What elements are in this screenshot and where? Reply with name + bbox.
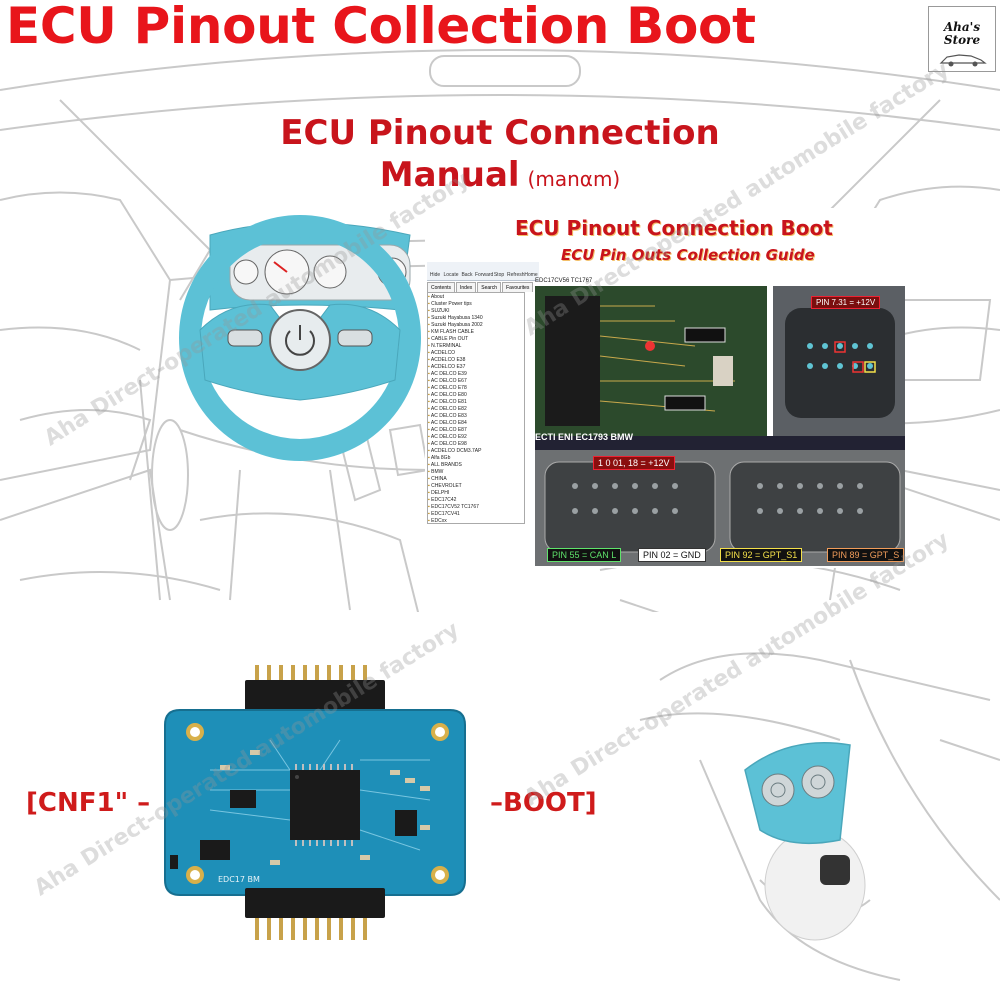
tree-item[interactable]: CHEVROLET	[428, 483, 524, 490]
pin-label-12v-connector: PIN 7.31 = +12V	[811, 296, 881, 309]
tree-item[interactable]: AC DELCO E84	[428, 420, 524, 427]
tree-item[interactable]: Cluster Power tips	[428, 301, 524, 308]
toolbar-forward-button[interactable]: Forward	[475, 272, 494, 278]
tree-item[interactable]: ACDELCO	[428, 350, 524, 357]
tree-item[interactable]: EDC17C42	[428, 497, 524, 504]
ecu-model-label: EDC17CV56 TC1767	[535, 278, 593, 284]
manual-heading-line1: ECU Pinout Connection	[280, 113, 720, 153]
tree-item[interactable]: N.TERMINAL	[428, 343, 524, 350]
tree-item[interactable]: Alfa 8Gb	[428, 455, 524, 462]
tree-item[interactable]: AC DELCO E98	[428, 441, 524, 448]
tree-item[interactable]: AC DELCO E82	[428, 406, 524, 413]
screenshot-heading: ECU Pinout Connection Boot	[515, 216, 833, 240]
tree-item[interactable]: AC DELCO E67	[428, 378, 524, 385]
pin-label-gpt-s1: PIN 92 = GPT_S1	[720, 548, 803, 562]
screenshot-subheading: ECU Pin Outs Collection Guide	[561, 246, 815, 264]
tree-item[interactable]: DELPHI	[428, 490, 524, 497]
tree-item[interactable]: AC DELCO E39	[428, 371, 524, 378]
tree-item[interactable]: AC DELCO E87	[428, 427, 524, 434]
tree-item[interactable]: EDCxx	[428, 518, 524, 523]
contents-tree: AboutCluster Power tipsSUZUKISuzuki Haya…	[427, 292, 525, 524]
boot-adapter-board: EDC17 BM	[164, 665, 466, 940]
toolbar-back-button[interactable]: Back	[461, 272, 473, 278]
toolbar-stop-button[interactable]: Stop	[493, 272, 505, 278]
tab-index[interactable]: Index	[456, 282, 477, 292]
boot-label: –BOOT]	[490, 788, 597, 818]
tree-item[interactable]: ACDELCO E37	[428, 364, 524, 371]
ecu-caption: ECTI ENI EC1793 BMW	[535, 432, 634, 442]
tab-contents[interactable]: Contents	[427, 282, 456, 292]
tree-item[interactable]: CABLE Pin OUT	[428, 336, 524, 343]
toolbar-locate-button[interactable]: Locate	[443, 272, 459, 278]
tab-search[interactable]: Search	[477, 282, 502, 292]
pin-label-12v-ecu: 1 0 01, 18 = +12V	[593, 456, 675, 470]
pin-label-gnd: PIN 02 = GND	[638, 548, 706, 562]
tree-item[interactable]: ALL BRANDS	[428, 462, 524, 469]
cnf1-label: [CNF1" –	[26, 788, 151, 818]
store-logo: Aha's Store	[928, 6, 996, 72]
manual-heading: ECU Pinout Connection Manual (manαm)	[220, 112, 780, 200]
toolbar-hide-button[interactable]: Hide	[429, 272, 441, 278]
tree-item[interactable]: KM FLASH CABLE	[428, 329, 524, 336]
car-icon	[939, 54, 987, 67]
logo-text-line2: Store	[943, 33, 981, 47]
tree-item[interactable]: CHINA	[428, 476, 524, 483]
tree-item[interactable]: Suzuki Hayabusa 2002	[428, 322, 524, 329]
tree-item[interactable]: EDC17CV52 TC1767	[428, 504, 524, 511]
logo-text-line1: Aha's	[943, 20, 981, 34]
tree-item[interactable]: AC DELCO E80	[428, 392, 524, 399]
toolbar-home-button[interactable]: Home	[524, 272, 538, 278]
page-title: ECU Pinout Collection Boot	[6, 0, 756, 55]
tree-item[interactable]: SUZUKI	[428, 308, 524, 315]
ecu-photos	[535, 286, 905, 566]
tree-item[interactable]: Suzuki Hayabusa 1340	[428, 315, 524, 322]
help-tabs: Contents Index Search Favourites	[427, 282, 534, 292]
manual-heading-line2: Manual	[379, 155, 520, 195]
tree-item[interactable]: BMW	[428, 469, 524, 476]
software-screenshot: ECU Pinout Connection Boot ECU Pin Outs …	[425, 208, 905, 568]
tree-item[interactable]: ACDELCO E38	[428, 357, 524, 364]
tab-favourites[interactable]: Favourites	[502, 282, 534, 292]
tree-item[interactable]: AC DELCO E83	[428, 413, 524, 420]
tree-item[interactable]: EDC17CV41	[428, 511, 524, 518]
toolbar-refresh-button[interactable]: Refresh	[507, 272, 525, 278]
manual-subtitle: (manαm)	[527, 167, 621, 191]
tree-item[interactable]: AC DELCO E78	[428, 385, 524, 392]
tree-item[interactable]: AC DELCO E92	[428, 434, 524, 441]
board-silkscreen-label: EDC17 BM	[218, 875, 260, 884]
pin-label-gpt-s: PIN 89 = GPT_S	[827, 548, 905, 562]
help-toolbar: Hide Locate Back Forward Stop Refresh Ho…	[427, 262, 539, 281]
tree-item[interactable]: ACDELCO DCM3.7AP	[428, 448, 524, 455]
pin-label-can-l: PIN 55 = CAN L	[547, 548, 622, 562]
tree-item[interactable]: AC DELCO E81	[428, 399, 524, 406]
tree-item[interactable]: About	[428, 294, 524, 301]
